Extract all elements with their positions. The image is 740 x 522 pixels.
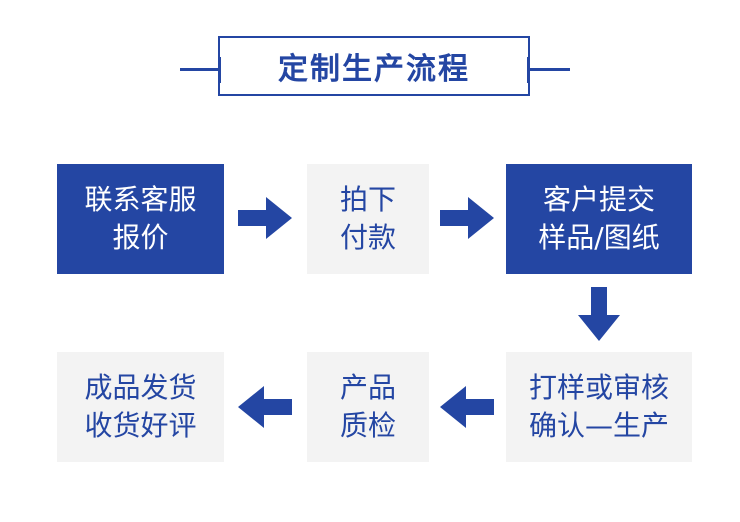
- step-line: 打样或审核: [528, 371, 669, 404]
- title-tick-right: [527, 57, 530, 83]
- arrow-left-icon: [238, 386, 292, 428]
- step-line: 质检: [339, 409, 396, 442]
- step-line: 客户提交: [542, 183, 655, 216]
- step-quality-check: 产品 质检: [307, 352, 429, 462]
- step-line: 成品发货: [84, 371, 197, 404]
- title-rule-left: [180, 68, 218, 71]
- arrow-right-icon: [440, 197, 494, 239]
- step-line: 收货好评: [84, 409, 197, 442]
- step-line: 联系客服: [84, 183, 197, 216]
- step-line: 付款: [339, 221, 396, 254]
- step-line: 样品/图纸: [538, 221, 660, 254]
- step-sample-confirm-production: 打样或审核 确认—生产: [506, 352, 692, 462]
- step-contact-service: 联系客服 报价: [57, 164, 224, 274]
- page-title: 定制生产流程: [218, 36, 530, 96]
- step-place-order: 拍下 付款: [307, 164, 429, 274]
- arrow-left-icon: [440, 386, 494, 428]
- arrow-right-icon: [238, 197, 292, 239]
- title-banner: 定制生产流程: [180, 36, 570, 100]
- step-line: 报价: [112, 221, 169, 254]
- title-tick-left: [218, 57, 221, 83]
- step-submit-sample: 客户提交 样品/图纸: [506, 164, 692, 274]
- step-line: 产品: [339, 371, 396, 404]
- step-line: 确认—生产: [528, 409, 669, 442]
- step-ship-and-review: 成品发货 收货好评: [57, 352, 224, 462]
- step-line: 拍下: [339, 183, 396, 216]
- arrow-down-icon: [578, 287, 620, 341]
- title-rule-right: [530, 68, 570, 71]
